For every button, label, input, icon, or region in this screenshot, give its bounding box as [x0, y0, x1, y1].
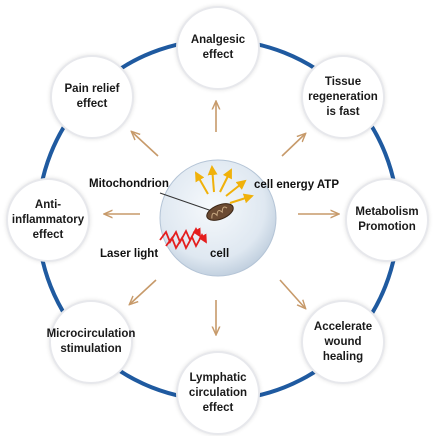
effect-node-label: Pain relief effect — [64, 83, 120, 110]
effect-node-label: Lymphatic circulation effect — [188, 371, 248, 414]
effect-node-lymphatic: Lymphatic circulation effect — [176, 351, 260, 435]
energy-ray — [229, 193, 254, 204]
arrow-to-wound — [279, 279, 305, 308]
mitochondrion-label: Mitochondrion — [89, 178, 169, 190]
effect-arrows — [105, 102, 338, 334]
effect-node-label: Accelerate wound healing — [313, 320, 373, 363]
arrow-to-pain-relief — [132, 132, 159, 157]
effect-node-anti-inflammatory: Anti- inflammatory effect — [6, 178, 90, 262]
laser-beams — [159, 227, 207, 251]
effect-node-wound: Accelerate wound healing — [301, 300, 385, 384]
effect-node-metabolism: Metabolism Promotion — [345, 178, 429, 262]
effect-node-microcirculation: Microcirculation stimulation — [47, 300, 135, 384]
effect-node-label: Analgesic effect — [190, 34, 246, 61]
energy-label: cell energy ATP — [254, 179, 340, 191]
energy-rays — [195, 165, 254, 204]
energy-ray — [195, 171, 209, 195]
mitochondrion — [206, 203, 234, 221]
effect-node-label: Tissue regeneration is fast — [308, 75, 378, 118]
effect-node-pain-relief: Pain relief effect — [50, 55, 134, 139]
mitochondrion-pointer — [159, 192, 213, 212]
effect-node-label: Microcirculation stimulation — [46, 328, 136, 355]
energy-ray — [225, 179, 247, 197]
cell-label: cell — [210, 248, 230, 260]
effect-node-tissue: Tissue regeneration is fast — [301, 55, 385, 139]
effect-node-label: Metabolism Promotion — [355, 206, 419, 233]
effect-node-analgesic: Analgesic effect — [176, 6, 260, 90]
effect-node-label: Anti- inflammatory effect — [11, 198, 85, 241]
arrow-to-microcirculation — [130, 279, 157, 304]
energy-ray — [207, 165, 218, 193]
laser-beam — [165, 233, 207, 251]
arrow-to-tissue — [281, 134, 305, 157]
energy-ray — [219, 168, 232, 193]
laser-light-label: Laser light — [100, 248, 159, 260]
